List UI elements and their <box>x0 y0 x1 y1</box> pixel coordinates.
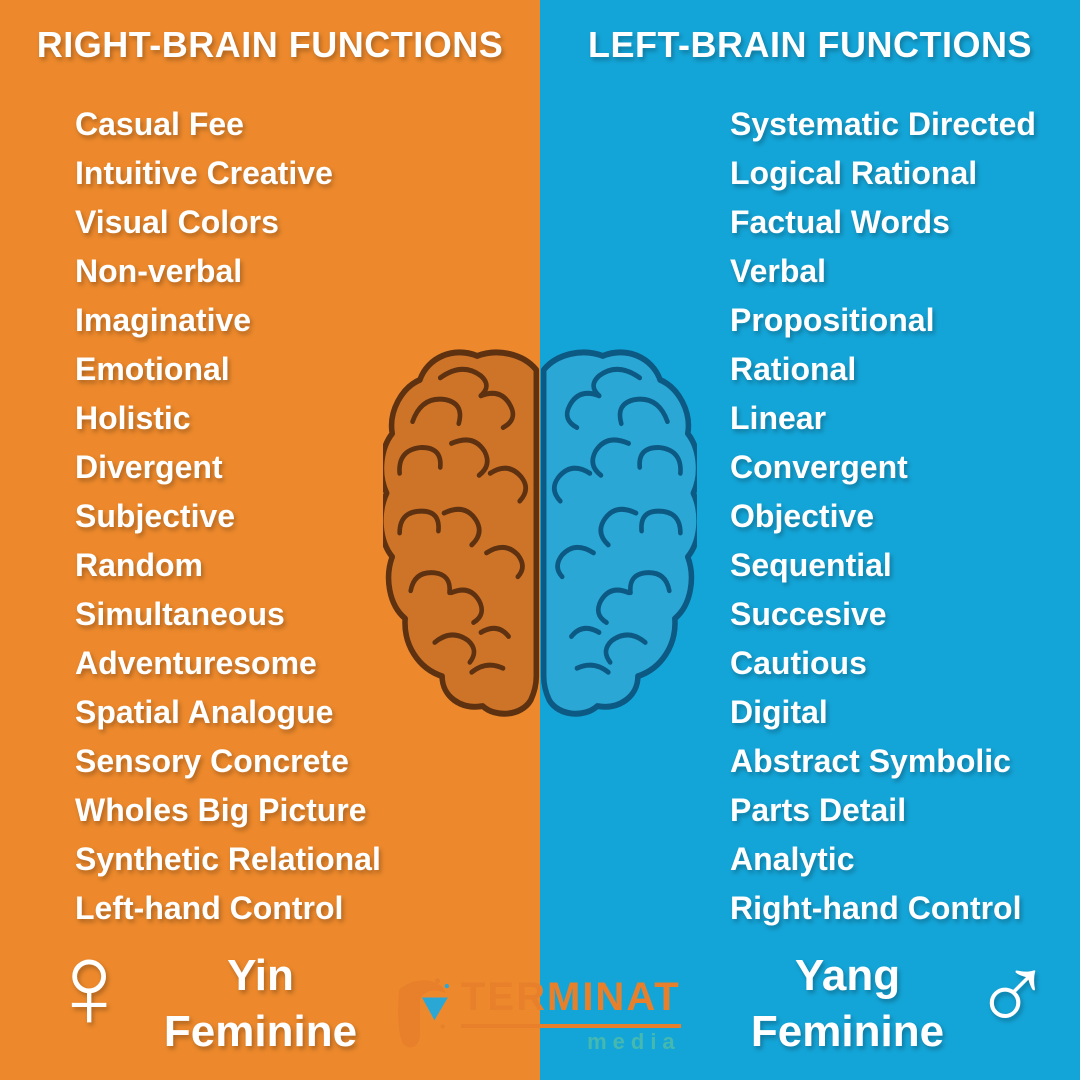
function-item: Divergent <box>75 449 223 485</box>
feminine-line: Feminine <box>163 1007 358 1056</box>
function-item: Linear <box>730 400 827 436</box>
yang-line: Yang <box>794 951 901 1000</box>
function-item: Factual Words <box>730 204 950 240</box>
yin-feminine-label: Yin Feminine <box>148 948 373 1060</box>
function-item: Right-hand Control <box>730 890 1022 926</box>
yang-feminine-label: Yang Feminine <box>730 948 965 1060</box>
function-item: Spatial Analogue <box>75 694 334 730</box>
function-item: Verbal <box>730 253 827 289</box>
brain-right-hemisphere <box>544 352 697 713</box>
function-item: Rational <box>730 351 857 387</box>
function-item: Logical Rational <box>730 155 978 191</box>
terminat-logo-text: TERMINAT media <box>461 975 681 1053</box>
function-item: Intuitive Creative <box>75 155 333 191</box>
function-item: Emotional <box>75 351 230 387</box>
function-item: Abstract Symbolic <box>730 743 1011 779</box>
function-item: Left-hand Control <box>75 890 344 926</box>
logo-subtitle: media <box>587 1029 681 1054</box>
function-item: Imaginative <box>75 302 252 338</box>
function-item: Simultaneous <box>75 596 285 632</box>
function-item: Synthetic Relational <box>75 841 381 877</box>
brain-left-hemisphere <box>383 352 536 713</box>
function-item: Adventuresome <box>75 645 317 681</box>
function-item: Casual Fee <box>75 106 244 142</box>
function-item: Wholes Big Picture <box>75 792 367 828</box>
function-item: Parts Detail <box>730 792 907 828</box>
left-brain-function-list: Systematic Directed Logical Rational Fac… <box>730 100 1036 933</box>
function-item: Sensory Concrete <box>75 743 349 779</box>
function-item: Cautious <box>730 645 867 681</box>
function-item: Systematic Directed <box>730 106 1036 142</box>
function-item: Digital <box>730 694 828 730</box>
function-item: Succesive <box>730 596 887 632</box>
function-item: Sequential <box>730 547 892 583</box>
function-item: Objective <box>730 498 875 534</box>
brain-illustration <box>383 344 697 722</box>
function-item: Non-verbal <box>75 253 243 289</box>
male-symbol: ♂ <box>972 929 1053 1050</box>
terminat-logo: TERMINAT media <box>390 972 681 1056</box>
function-item: Analytic <box>730 841 855 877</box>
yin-line: Yin <box>227 951 294 1000</box>
logo-name: TERMINAT <box>461 975 681 1028</box>
right-brain-function-list: Casual Fee Intuitive Creative Visual Col… <box>75 100 381 933</box>
function-item: Holistic <box>75 400 191 436</box>
terminat-logo-icon <box>390 972 452 1056</box>
function-item: Convergent <box>730 449 908 485</box>
function-item: Random <box>75 547 203 583</box>
left-brain-title: LEFT-BRAIN FUNCTIONS <box>588 24 1032 65</box>
right-brain-title: RIGHT-BRAIN FUNCTIONS <box>36 24 504 65</box>
feminine-line: Feminine <box>750 1007 945 1056</box>
function-item: Subjective <box>75 498 236 534</box>
function-item: Visual Colors <box>75 204 279 240</box>
female-symbol: ♀ <box>44 919 134 1053</box>
function-item: Propositional <box>730 302 935 338</box>
